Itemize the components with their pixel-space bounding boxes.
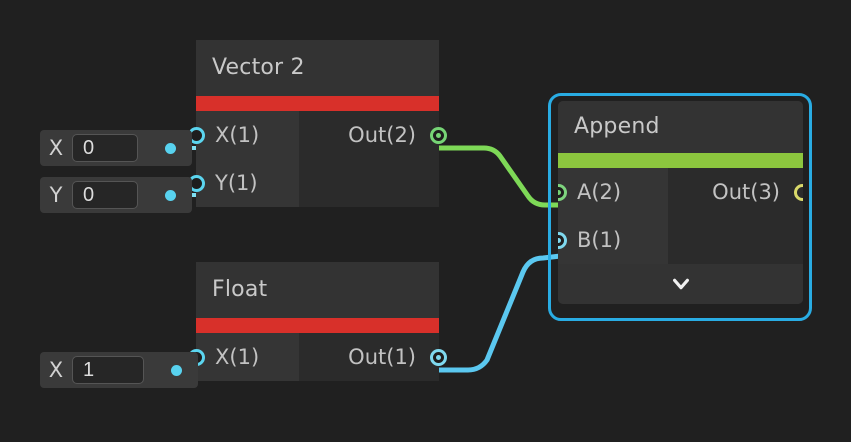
input-port-column: X(1) <box>188 333 299 381</box>
port-label: Out(3) <box>712 180 780 204</box>
node-title: Vector 2 <box>196 40 439 96</box>
node-accent-bar <box>196 318 439 333</box>
input-port-column: X(1) Y(1) <box>188 111 299 207</box>
node-float[interactable]: Float X(1) Out(1) <box>188 262 447 381</box>
port-row-b[interactable]: B(1) <box>558 216 668 264</box>
node-append-wrapper[interactable]: Append A(2) B(1) Out(3) <box>548 93 812 321</box>
input-widget-field[interactable] <box>72 181 138 209</box>
input-widget-field[interactable] <box>72 134 138 162</box>
output-port-column: Out(3) <box>668 168 803 264</box>
port-label: X(1) <box>215 345 260 369</box>
port-label: Out(2) <box>348 123 416 147</box>
input-widget-x2[interactable]: X <box>40 352 198 388</box>
node-accent-bar <box>196 96 439 111</box>
widget-output-dot-icon[interactable] <box>165 142 176 154</box>
output-port-column: Out(2) <box>299 111 447 207</box>
node-expander[interactable] <box>558 264 803 304</box>
port-row-out[interactable]: Out(3) <box>668 168 803 216</box>
chevron-down-icon[interactable] <box>670 273 692 295</box>
node-vector2[interactable]: Vector 2 X(1) Y(1) Out(2) <box>188 40 447 207</box>
node-append[interactable]: Append A(2) B(1) Out(3) <box>558 101 803 304</box>
port-label: B(1) <box>577 228 622 252</box>
port-row-out[interactable]: Out(2) <box>299 111 447 159</box>
output-port-column: Out(1) <box>299 333 447 381</box>
port-row-x[interactable]: X(1) <box>188 111 299 159</box>
input-widget-label: Y <box>49 183 63 207</box>
output-port-icon[interactable] <box>430 126 447 144</box>
port-row-spacer <box>299 159 439 207</box>
port-row-x[interactable]: X(1) <box>188 333 299 381</box>
port-row-spacer <box>668 216 803 264</box>
input-widget-x1[interactable]: X <box>40 130 192 166</box>
node-body: X(1) Out(1) <box>188 333 447 381</box>
widget-output-dot-icon[interactable] <box>165 189 176 201</box>
output-port-icon[interactable] <box>794 183 803 201</box>
port-label: Out(1) <box>348 345 416 369</box>
input-port-icon[interactable] <box>558 231 567 249</box>
port-label: X(1) <box>215 123 260 147</box>
input-widget-label: X <box>48 358 64 382</box>
input-port-column: A(2) B(1) <box>558 168 668 264</box>
selection-outline <box>548 93 812 321</box>
widget-output-dot-icon[interactable] <box>171 364 182 376</box>
output-port-icon[interactable] <box>430 348 447 366</box>
input-widget-field[interactable] <box>72 356 144 384</box>
input-widget-label: X <box>48 136 64 160</box>
node-body: X(1) Y(1) Out(2) <box>188 111 447 207</box>
node-accent-bar <box>558 153 803 168</box>
port-label: Y(1) <box>215 171 258 195</box>
node-title: Float <box>196 262 439 318</box>
input-port-icon[interactable] <box>558 183 567 201</box>
port-row-out[interactable]: Out(1) <box>299 333 447 381</box>
node-title: Append <box>558 101 803 153</box>
port-row-a[interactable]: A(2) <box>558 168 668 216</box>
port-row-y[interactable]: Y(1) <box>188 159 299 207</box>
input-widget-y1[interactable]: Y <box>40 177 192 213</box>
node-body: A(2) B(1) Out(3) <box>558 168 803 264</box>
port-label: A(2) <box>577 180 622 204</box>
